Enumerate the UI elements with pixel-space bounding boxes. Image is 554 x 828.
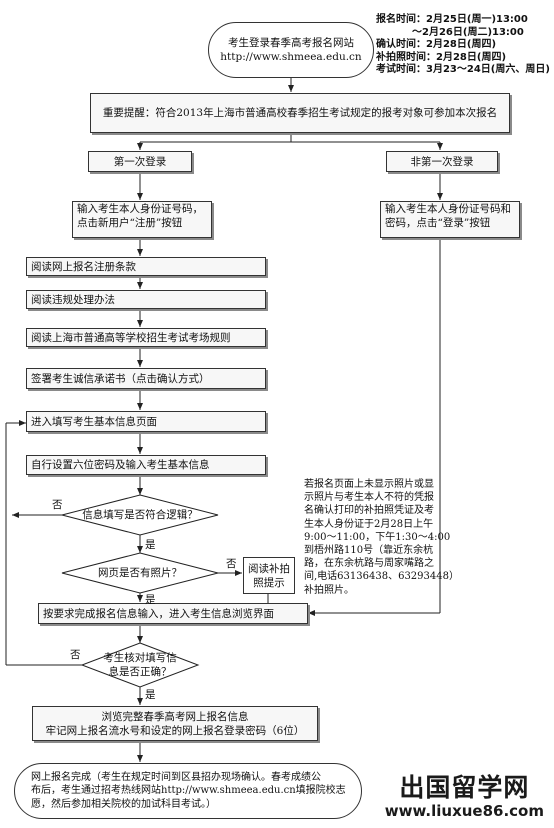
step-text: 浏览完整春季高考网上报名信息 [101, 710, 249, 723]
finish-text: 愿，然后参加相关院校的加试科目考试。） [31, 798, 216, 810]
yes-label: 是 [145, 594, 156, 606]
step-text: 点击新用户“注册”按钮 [77, 217, 183, 229]
start-node: 考生登录春季高考报名网站 http://www.shmeea.edu.cn [208, 22, 374, 78]
schedule-value: 3月23～24日(周六、周日) [426, 64, 550, 76]
step-text: 进入填写考生基本信息页面 [31, 415, 157, 428]
enter-id-repeat-box: 输入考生本人身份证号码和 密码，点击“登录”按钮 [380, 201, 520, 238]
no-label: 否 [226, 558, 237, 570]
finish-text: 网上报名完成（考生在规定时间到区县招办现场确认。春考成绩公 [31, 771, 321, 783]
sign-pledge-box: 签署考生诚信承诺书（点击确认方式） [26, 368, 266, 389]
read-rules-box: 阅读上海市普通高等学校招生考试考场规则 [26, 328, 266, 347]
start-url: http://www.shmeea.edu.cn [220, 51, 362, 63]
step-text: 密码，点击“登录”按钮 [385, 217, 491, 229]
step-text: 阅读上海市普通高等学校招生考试考场规则 [31, 331, 231, 344]
note-line: 示照片与考生本人不符的凭报 [304, 492, 434, 504]
logic-check-decision: 信息填写是否符合逻辑？ [62, 508, 218, 522]
note-line: 生本人身份证于2月28日上午 [304, 518, 434, 530]
decision-text: 考生核对填写信 [103, 652, 177, 664]
finish-text: 布后，考生通过招考热线网站http://www.shmeea.edu.cn填报院… [31, 785, 346, 797]
step-text: 按要求完成报名信息输入，进入考生信息浏览界面 [43, 607, 274, 620]
no-label: 否 [70, 649, 81, 661]
watermark: 出国留学网 www.liuxue86.com [384, 773, 544, 821]
decision-text: 息是否正确？ [108, 666, 172, 678]
step-text: 阅读网上报名注册条款 [31, 260, 136, 273]
schedule-value: 2月28日(周四) [436, 51, 507, 63]
schedule-value: ～2月26日(周二)13:00 [412, 26, 524, 38]
finish-node: 网上报名完成（考生在规定时间到区县招办现场确认。春考成绩公 布后，考生通过招考热… [14, 763, 362, 819]
schedule-value: 2月25日(周一)13:00 [426, 14, 528, 25]
note-line: 9:00～11:00，下午1:30～4:00 [304, 531, 451, 543]
repeat-login-box: 非第一次登录 [386, 151, 498, 172]
step-text: 输入考生本人身份证号码， [77, 203, 203, 215]
watermark-url: www.liuxue86.com [384, 802, 544, 820]
first-login-label: 第一次登录 [113, 155, 167, 168]
basic-info-page-box: 进入填写考生基本信息页面 [26, 411, 266, 432]
schedule-label: 补拍照时间： [376, 51, 436, 63]
note-line: 间,电话63136438、63293448） [304, 571, 459, 583]
note-line: 补拍照片。 [304, 584, 354, 596]
note-line: 名确认打印的补拍照凭证及考 [304, 505, 434, 517]
watermark-title: 出国留学网 [399, 773, 530, 802]
complete-info-box: 按要求完成报名信息输入，进入考生信息浏览界面 [38, 603, 308, 624]
step-text: 阅读补拍 [248, 562, 290, 575]
note-line: 到梧州路110号（靠近东余杭 [304, 545, 434, 557]
yes-label: 是 [145, 539, 156, 551]
read-violations-box: 阅读违规处理办法 [26, 290, 266, 309]
schedule-label: 确认时间： [376, 39, 426, 51]
reminder-text: 重要提醒：符合2013年上海市普通高校春季招生考试规定的报考对象可参加本次报名 [102, 107, 498, 119]
first-login-box: 第一次登录 [88, 151, 192, 172]
step-text: 输入考生本人身份证号码和 [385, 203, 511, 215]
reminder-box: 重要提醒：符合2013年上海市普通高校春季招生考试规定的报考对象可参加本次报名 [90, 93, 510, 133]
schedule-label: 考试时间： [376, 64, 426, 76]
yes-label: 是 [145, 689, 156, 701]
step-text: 自行设置六位密码及输入考生基本信息 [31, 459, 210, 471]
enter-id-new-box: 输入考生本人身份证号码， 点击新用户“注册”按钮 [72, 201, 212, 238]
no-label: 否 [52, 499, 63, 511]
read-retake-box: 阅读补拍 照提示 [243, 557, 295, 594]
browse-info-box: 浏览完整春季高考网上报名信息 牢记网上报名流水号和设定的网上报名登录密码（6位） [32, 706, 318, 741]
photo-check-decision: 网页是否有照片？ [62, 566, 218, 580]
step-text: 签署考生诚信承诺书（点击确认方式） [31, 372, 210, 385]
repeat-login-label: 非第一次登录 [410, 155, 474, 168]
verify-info-decision: 考生核对填写信 息是否正确？ [82, 651, 198, 679]
step-text: 照提示 [253, 576, 285, 589]
decision-text: 网页是否有照片？ [98, 567, 182, 579]
photo-retake-note: 若报名页面上未显示照片或显 示照片与考生本人不符的凭报 名确认打印的补拍照凭证及… [304, 478, 542, 597]
read-terms-box: 阅读网上报名注册条款 [26, 257, 266, 276]
note-line: 路，在东余杭路与周家嘴路之 [304, 558, 434, 570]
start-title: 考生登录春季高考报名网站 [228, 37, 354, 49]
set-password-box: 自行设置六位密码及输入考生基本信息 [26, 455, 266, 475]
step-text: 阅读违规处理办法 [31, 293, 115, 306]
schedule-info: 报名时间：2月25日(周一)13:00 ～2月26日(周二)13:00 确认时间… [376, 14, 550, 77]
note-line: 若报名页面上未显示照片或显 [304, 479, 434, 490]
schedule-label: 报名时间： [376, 14, 426, 25]
decision-text: 信息填写是否符合逻辑？ [82, 509, 198, 521]
step-text: 牢记网上报名流水号和设定的网上报名登录密码（6位） [45, 724, 305, 737]
schedule-value: 2月28日(周四) [426, 39, 497, 51]
